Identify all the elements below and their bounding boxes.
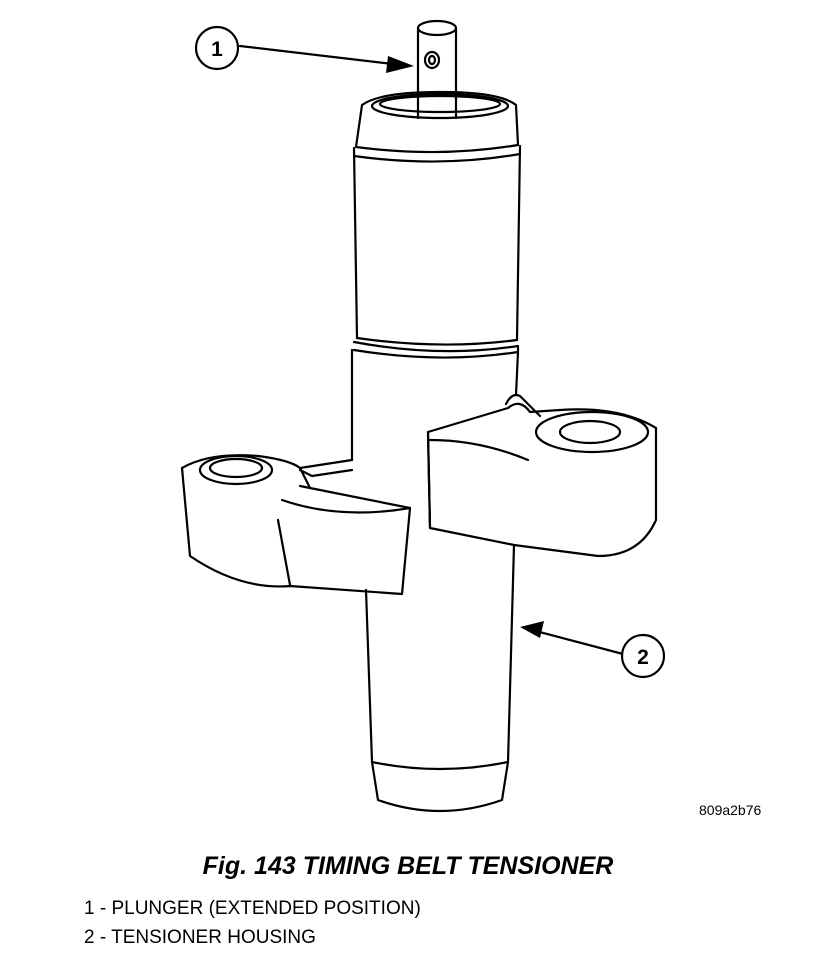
callout-1-number: 1 — [211, 38, 223, 61]
legend-item-housing: 2 - TENSIONER HOUSING — [84, 927, 316, 948]
figure-code: 809a2b76 — [699, 802, 762, 818]
bottom-ring — [370, 760, 510, 813]
callout-1-arrowhead — [386, 56, 414, 73]
figure-caption: Fig. 143 TIMING BELT TENSIONER — [202, 852, 614, 880]
right-bushing — [534, 410, 650, 454]
top-rim — [354, 90, 520, 154]
legend-item-plunger: 1 - PLUNGER (EXTENDED POSITION) — [84, 898, 421, 919]
right-arm — [426, 402, 658, 558]
callout-2-arrowhead — [520, 621, 544, 638]
callout-2-number: 2 — [637, 646, 649, 669]
callout-1-circle — [194, 25, 240, 71]
plunger — [416, 26, 458, 120]
left-arm — [180, 454, 412, 596]
tensioner-illustration: 1 2 — [180, 19, 666, 813]
top-opening — [370, 92, 510, 120]
upper-cylinder — [352, 144, 522, 342]
callout-2-leader — [530, 628, 625, 656]
callout-1-leader — [238, 44, 412, 68]
lower-tube — [364, 543, 516, 764]
middle-body — [350, 348, 520, 462]
left-bushing — [198, 454, 274, 486]
cylinder-step — [352, 336, 520, 359]
callout-2-circle — [620, 633, 666, 679]
plunger-hole — [423, 50, 441, 70]
